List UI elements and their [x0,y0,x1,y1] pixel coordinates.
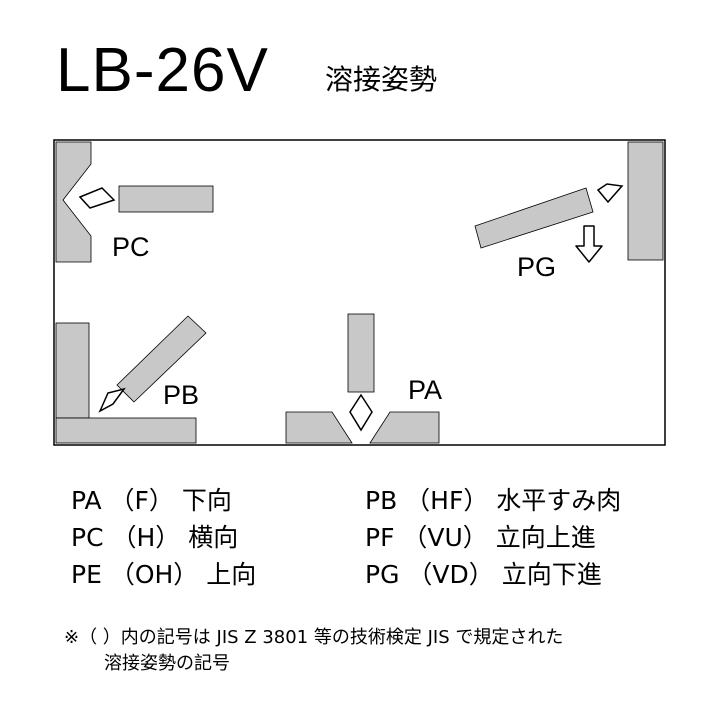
pb-electrode [116,315,207,403]
pb-torch-tip [98,387,126,413]
pg-electrode [474,187,594,249]
diagram-frame [53,139,666,446]
pc-label: PC [112,232,150,262]
pc-wall-plate [55,141,92,263]
legend-pe: PE （OH） 上向 [71,560,257,589]
legend-pg: PG （VD） 立向下進 [365,560,602,589]
legend-pc: PC （H） 横向 [71,523,239,552]
pa-right-plate [369,411,440,444]
pa-electrode [347,313,375,393]
pa-label: PA [408,375,442,405]
pb-base-plate [55,417,197,444]
pa-left-plate [285,411,353,444]
pb-position: PB [55,315,207,444]
pc-position: PC [55,141,214,263]
legend-pb: PB （HF） 水平すみ肉 [365,486,622,515]
legend-pa: PA （F） 下向 [71,486,232,515]
pb-vertical-plate [55,322,90,419]
pg-position: PG [474,141,664,282]
footnote-line-1: ※（ ）内の記号は JIS Z 3801 等の技術検定 JIS で規定された [64,627,564,648]
subtitle: 溶接姿勢 [325,63,438,96]
pa-position: PA [285,313,442,444]
pb-label: PB [163,380,199,410]
pc-torch-tip [78,187,116,209]
legend-pf: PF （VU） 立向上進 [365,523,596,552]
down-arrow-icon [575,225,603,263]
pc-electrode [118,185,214,213]
footnote-line-2: 溶接姿勢の記号 [104,653,230,674]
model-title: LB-26V [56,36,269,105]
pa-torch-tip [349,393,373,432]
pg-wall-plate [627,141,664,261]
pg-label: PG [517,252,556,282]
pg-torch-tip [596,183,624,204]
